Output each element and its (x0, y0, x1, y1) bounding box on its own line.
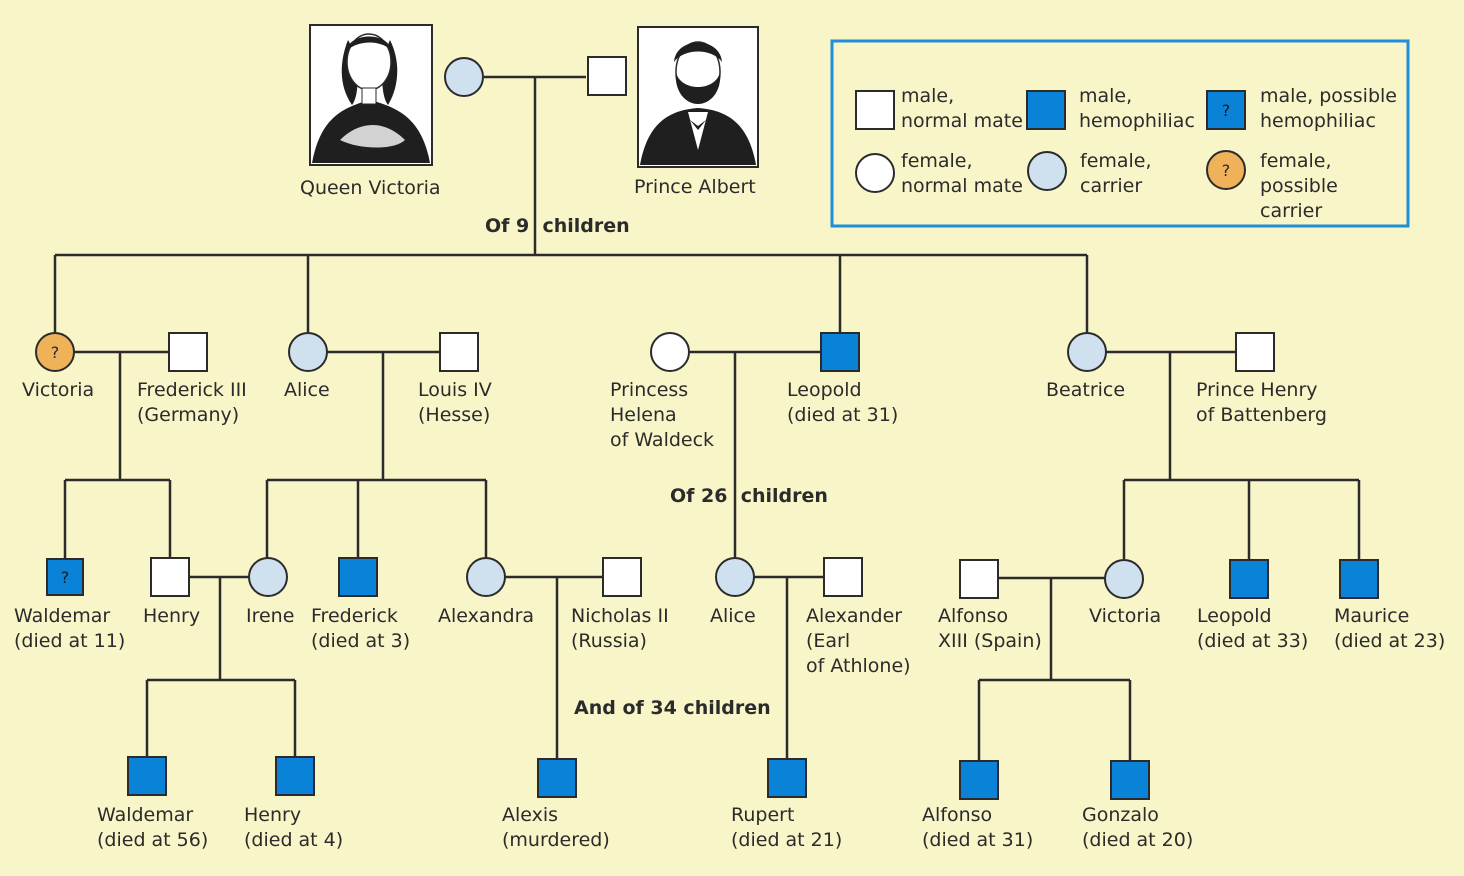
person-label-gonzalo: Gonzalo (died at 20) (1082, 804, 1194, 851)
person-label-beatrice: Beatrice (1046, 379, 1126, 401)
person-label-waldemar-56: Waldemar (died at 56) (97, 804, 209, 851)
albert-symbol (587, 56, 627, 96)
legend-circle-normal-symbol (855, 153, 895, 193)
alexis-symbol (537, 758, 577, 798)
alfonso13-symbol (959, 559, 999, 599)
person-label-alexandra: Alexandra (438, 605, 535, 627)
victoria-daughter-question-mark: ? (51, 343, 60, 362)
victoria-queen-symbol (444, 57, 484, 97)
waldemar1-symbol: ? (46, 558, 84, 596)
legend-circle-carrier-symbol (1027, 151, 1067, 191)
queen-victoria-portrait (309, 24, 433, 166)
louis4-symbol (439, 332, 479, 372)
legend-square-possible-question-mark: ? (1222, 101, 1231, 120)
frederick-hesse-symbol (338, 557, 378, 597)
helena-symbol (650, 332, 690, 372)
legend-text-female-carrier: female, carrier (1080, 150, 1152, 197)
legend-square-possible-symbol: ? (1206, 90, 1246, 130)
person-label-victoria-eugenie: Victoria (1089, 605, 1162, 627)
person-label-maurice: Maurice (died at 23) (1334, 605, 1446, 652)
person-label-henry-4: Henry (died at 4) (244, 804, 344, 851)
person-label-alexander-athlone: Alexander (Earl of Athlone) (806, 605, 911, 677)
legend-text-female-possible: female, possible carrier (1260, 150, 1338, 222)
pedigree-lines (53, 75, 1361, 761)
irene-symbol (248, 557, 288, 597)
legend-text-male-normal: male, normal mate (901, 85, 1023, 132)
alfonso-jr-symbol (959, 760, 999, 800)
person-label-louis-iv: Louis IV (Hesse) (418, 379, 492, 426)
portrait-label-victoria: Queen Victoria (300, 177, 441, 199)
waldemar1-question-mark: ? (61, 568, 70, 587)
annotation-of-34-children: And of 34 children (574, 697, 771, 719)
legend-text-male-possible: male, possible hemophiliac (1260, 85, 1397, 132)
legend-circle-possible-question-mark: ? (1222, 161, 1231, 180)
henry-prussia-symbol (150, 557, 190, 597)
prince-albert-portrait (637, 26, 759, 168)
legend-square-hemophiliac-symbol (1026, 90, 1066, 130)
person-label-henry-prussia: Henry (143, 605, 201, 627)
leopold-symbol (820, 332, 860, 372)
alice-athlone-symbol (715, 557, 755, 597)
legend-circle-possible-symbol: ? (1206, 150, 1246, 190)
portrait-label-albert: Prince Albert (634, 176, 756, 198)
henry-battenberg-symbol (1235, 332, 1275, 372)
legend-text-male-hemophiliac: male, hemophiliac (1079, 85, 1195, 132)
alexandra-symbol (466, 557, 506, 597)
leopold-b-symbol (1229, 559, 1269, 599)
legend-square-normal-symbol (855, 90, 895, 130)
person-label-rupert: Rupert (died at 21) (731, 804, 843, 851)
person-label-leopold-33: Leopold (died at 33) (1197, 605, 1309, 652)
henry-small-symbol (275, 756, 315, 796)
frederick3-symbol (168, 332, 208, 372)
maurice-symbol (1339, 559, 1379, 599)
person-label-alfonso-31: Alfonso (died at 31) (922, 804, 1034, 851)
legend: ?? (830, 39, 1410, 228)
person-label-helena: Princess Helena of Waldeck (610, 379, 715, 451)
person-label-victoria-daughter: Victoria (22, 379, 95, 401)
annotation-of-26-children: Of 26 children (670, 485, 828, 507)
person-label-nicholas-ii: Nicholas II (Russia) (571, 605, 669, 652)
legend-text-female-normal: female, normal mate (901, 150, 1023, 197)
person-label-alice-athlone: Alice (710, 605, 756, 627)
person-label-henry-battenberg: Prince Henry of Battenberg (1196, 379, 1327, 426)
waldemar2-symbol (127, 756, 167, 796)
gonzalo-symbol (1110, 760, 1150, 800)
victoria-eugenie-symbol (1104, 559, 1144, 599)
person-label-frederick-iii: Frederick III (Germany) (137, 379, 247, 426)
person-label-alexis: Alexis (murdered) (502, 804, 610, 851)
person-label-alfonso-xiii: Alfonso XIII (Spain) (938, 605, 1042, 652)
person-label-irene: Irene (246, 605, 295, 627)
nicholas2-symbol (602, 557, 642, 597)
beatrice-symbol (1067, 332, 1107, 372)
victoria-daughter-symbol: ? (35, 332, 75, 372)
alice-symbol (288, 332, 328, 372)
rupert-symbol (767, 758, 807, 798)
alexander-athlone-symbol (823, 557, 863, 597)
pedigree-symbols: ?? (35, 56, 1379, 800)
person-label-alice: Alice (284, 379, 330, 401)
legend-symbols: ?? (855, 90, 1246, 193)
person-label-leopold: Leopold (died at 31) (787, 379, 899, 426)
person-label-frederick-hesse: Frederick (died at 3) (311, 605, 411, 652)
annotation-of-9-children: Of 9 children (485, 215, 630, 237)
person-label-waldemar-11: Waldemar (died at 11) (14, 605, 126, 652)
